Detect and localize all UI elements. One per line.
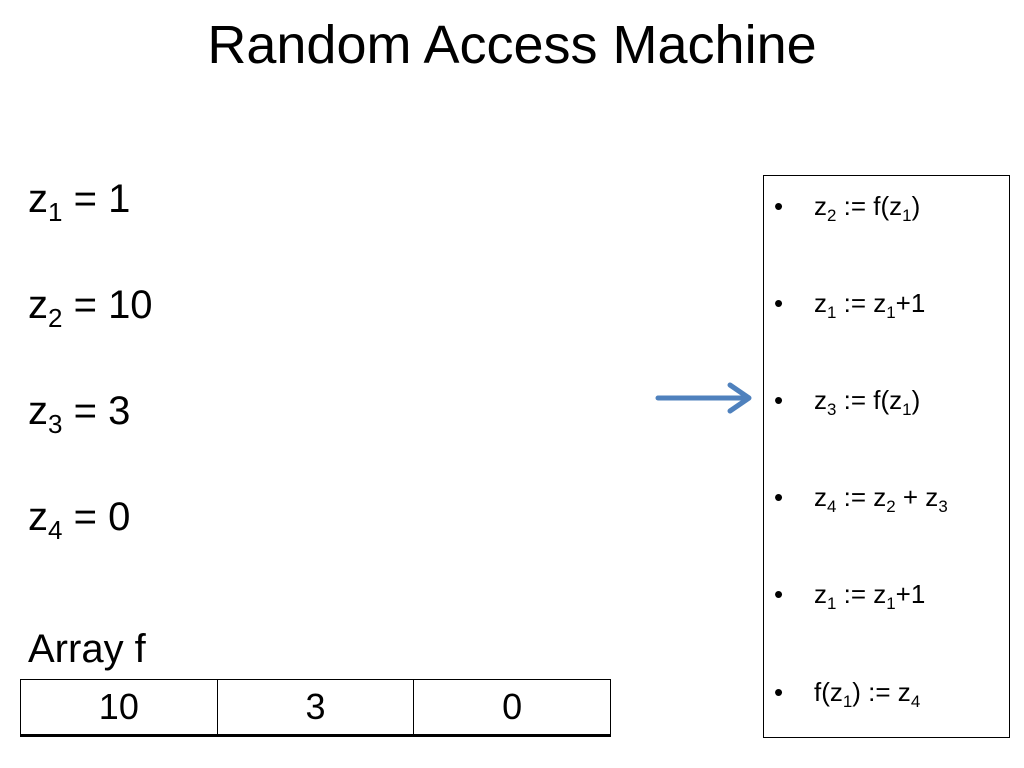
instruction-3: • z3 := f(z1) <box>774 384 1009 418</box>
instruction-subscript: 4 <box>827 497 837 517</box>
instruction-5: •z1 := z1+1 <box>774 578 1009 612</box>
instruction-subscript: 1 <box>827 303 837 323</box>
instruction-subscript: 4 <box>910 692 921 712</box>
register-index: 1 <box>48 197 63 227</box>
bullet: • <box>774 191 784 221</box>
bullet: • <box>774 482 784 512</box>
register-value: 3 <box>108 389 131 433</box>
register-z4: z4 = 0 <box>28 493 131 543</box>
instruction-pointer-arrow-icon <box>655 382 752 414</box>
instruction-fragment: := z <box>836 482 887 512</box>
array-cell: 0 <box>413 679 611 737</box>
instruction-fragment: := z <box>836 288 887 318</box>
program-box: •z2 := f(z1) •z1 := z1+1 •z3 := f(z1) •z… <box>763 175 1010 738</box>
array-cell: 10 <box>20 679 218 737</box>
register-z1: z1 = 1 <box>28 175 131 225</box>
instruction-subscript: 2 <box>886 497 896 517</box>
instruction-fragment: z <box>814 579 827 609</box>
instruction-subscript: 3 <box>827 400 837 420</box>
instruction-subscript: 3 <box>938 497 948 517</box>
register-value: 0 <box>108 495 131 539</box>
register-name: z <box>28 283 48 327</box>
array-cell: 3 <box>216 679 415 737</box>
instruction-text: z2 := f(z1) <box>814 191 921 224</box>
register-name: z <box>28 177 48 221</box>
instruction-subscript: 1 <box>886 594 896 614</box>
register-operator: = <box>62 495 109 539</box>
instruction-2: •z1 := z1+1 <box>774 287 1009 321</box>
array-label: Array f <box>28 627 146 671</box>
instruction-6: • f(z1) := z4 <box>774 676 1009 710</box>
register-index: 3 <box>48 409 63 439</box>
array-f-table: 10 3 0 <box>20 679 611 737</box>
register-operator: = <box>62 283 109 327</box>
instruction-text: f(z1) := z4 <box>814 677 920 710</box>
instruction-fragment: z <box>814 482 827 512</box>
instruction-fragment: z <box>814 385 827 415</box>
instruction-fragment: := f(z <box>836 385 903 415</box>
slide-title: Random Access Machine <box>207 15 817 75</box>
instruction-subscript: 2 <box>827 206 837 226</box>
instruction-fragment: + z <box>895 482 939 512</box>
instruction-subscript: 1 <box>902 206 912 226</box>
instruction-fragment: ) <box>911 385 921 415</box>
register-index: 2 <box>48 303 63 333</box>
instruction-text: z1 := z1+1 <box>814 288 926 321</box>
register-name: z <box>28 495 48 539</box>
register-name: z <box>28 389 48 433</box>
instruction-fragment: z <box>814 288 827 318</box>
instruction-fragment: := z <box>836 579 887 609</box>
instruction-1: • z2 := f(z1) <box>774 190 1009 224</box>
instruction-text: z3 := f(z1) <box>814 385 921 418</box>
instruction-subscript: 1 <box>886 303 896 323</box>
instruction-text: z4 := z2 + z3 <box>814 482 948 515</box>
bullet: • <box>774 385 784 415</box>
instruction-subscript: 1 <box>827 594 837 614</box>
bullet: • <box>774 579 784 609</box>
instruction-fragment: z <box>814 191 827 221</box>
instruction-fragment: ) <box>911 191 921 221</box>
register-value: 10 <box>108 283 153 327</box>
register-value: 1 <box>108 177 131 221</box>
instruction-subscript: 1 <box>842 692 853 712</box>
register-operator: = <box>62 389 109 433</box>
register-z3: z3 = 3 <box>28 387 131 437</box>
instruction-fragment: f(z <box>814 677 843 707</box>
instruction-fragment: +1 <box>895 288 926 318</box>
instruction-fragment: := f(z <box>836 191 903 221</box>
bullet: • <box>774 677 784 707</box>
instruction-fragment: +1 <box>895 579 926 609</box>
bullet: • <box>774 288 784 318</box>
array-row: 10 3 0 <box>20 679 611 737</box>
instruction-subscript: 1 <box>902 400 912 420</box>
instruction-fragment: ) := z <box>852 677 911 707</box>
register-index: 4 <box>48 515 63 545</box>
register-z2: z2 = 10 <box>28 281 153 331</box>
instruction-text: z1 := z1+1 <box>814 579 926 612</box>
register-operator: = <box>62 177 109 221</box>
instruction-4: • z4 := z2 + z3 <box>774 481 1009 515</box>
